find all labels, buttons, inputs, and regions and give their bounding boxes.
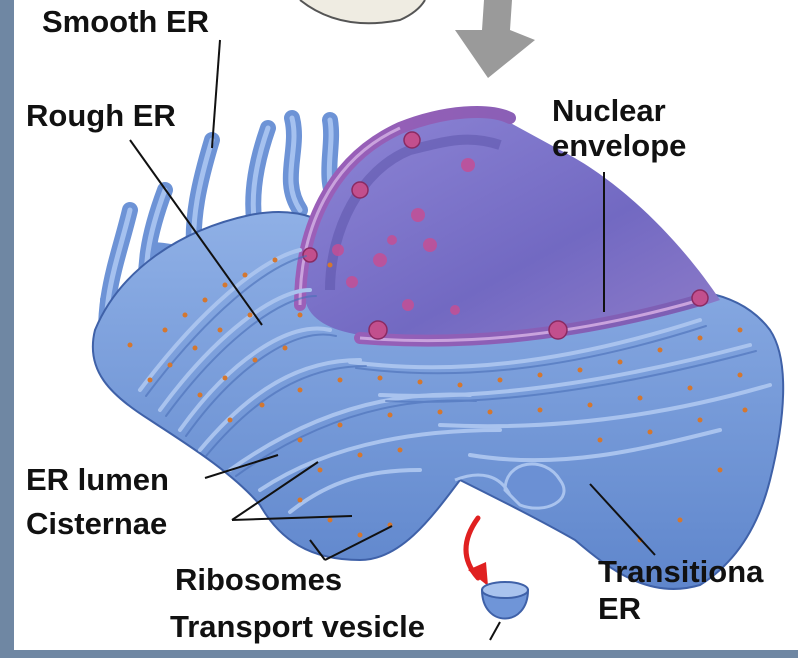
label-rough-er: Rough ER [26,98,176,133]
label-nuclear-envelope-line1: Nuclear [552,93,666,128]
label-nuclear-envelope-line2: envelope [552,128,687,163]
label-transitional-er-line2: ER [598,591,642,626]
leader-lines [129,39,656,641]
label-smooth-er: Smooth ER [42,4,210,39]
leader-ribosomes-1 [309,539,326,561]
leader-transitional-er [589,483,656,556]
cell-outline [299,0,426,25]
transport-vesicle [480,581,530,620]
leader-ribosomes-2 [324,525,393,561]
label-er-lumen: ER lumen [26,462,169,497]
leader-cisternae-2 [231,515,353,521]
nuclear-envelope-highlight [298,126,701,343]
leader-er-lumen [204,454,279,479]
transitional-er-bud [503,462,566,510]
leader-transport-vesicle [489,621,501,641]
transitional-er-fold [454,473,512,496]
rough-er-cisternae [138,248,772,514]
label-cisternae: Cisternae [26,506,168,541]
leader-rough-er [129,139,263,326]
gray-arrow [455,0,535,78]
nuclear-pores [302,131,709,340]
label-ribosomes: Ribosomes [175,562,343,597]
rough-er-cisternae-shadow [145,255,757,477]
frame-bottom-band [0,650,798,658]
label-transport-vesicle: Transport vesicle [170,609,426,644]
red-arrow-head [468,562,488,586]
leader-cisternae-1 [231,461,319,521]
ribosomes-dots [127,257,748,543]
nucleus [304,113,720,339]
label-transitional-er-line1: Transitiona [598,554,764,589]
nucleus-pore-dots [332,158,475,315]
nucleus-inner-shadow [325,134,502,291]
leader-smooth-er [211,39,221,149]
